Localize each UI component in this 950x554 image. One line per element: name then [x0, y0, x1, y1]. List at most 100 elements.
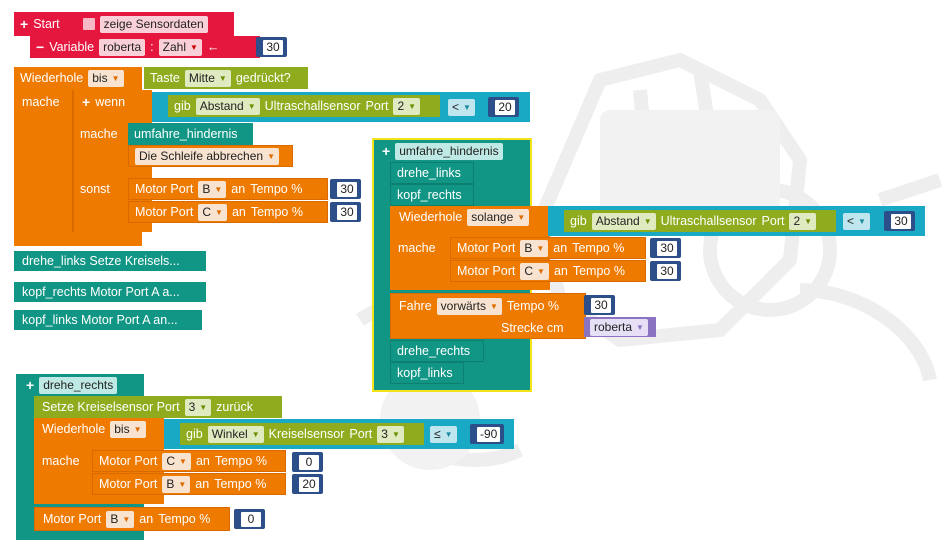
break-dropdown[interactable]: Die Schleife abbrechen▼	[135, 147, 279, 165]
chevron-down-icon: ▼	[517, 212, 526, 222]
port-dropdown[interactable]: 3▼	[184, 398, 212, 416]
drive-speed-block[interactable]: 30	[584, 295, 615, 315]
compare-op-dropdown[interactable]: ≤▼	[430, 426, 457, 443]
port-value: 2	[397, 98, 405, 113]
port-dropdown[interactable]: 2▼	[393, 97, 421, 115]
plus-icon[interactable]: +	[82, 94, 91, 110]
get-label: gib	[570, 214, 587, 228]
motor-speed[interactable]: 20	[298, 475, 320, 493]
motor-speed-block[interactable]: 30	[330, 179, 361, 199]
repeat-mode-dropdown[interactable]: solange▼	[467, 208, 530, 226]
reset-gyro-block[interactable]: Setze Kreiselsensor Port 3▼ zurück	[34, 396, 282, 418]
variable-name[interactable]: roberta	[99, 38, 146, 56]
do-label: mache	[42, 454, 80, 468]
break-loop-block[interactable]: Die Schleife abbrechen▼	[128, 145, 293, 167]
motor-speed[interactable]: 0	[240, 510, 262, 528]
drive-block[interactable]: Fahre vorwärts▼ Tempo % Strecke cm	[390, 293, 586, 339]
compare-value[interactable]: 30	[890, 212, 912, 230]
repeat-mode: bis	[114, 421, 130, 436]
port-dropdown[interactable]: 3▼	[377, 425, 404, 443]
variable-value[interactable]: 30	[262, 38, 284, 56]
motor-speed-block[interactable]: 30	[650, 261, 681, 281]
ultrasonic-get-block[interactable]: gib Abstand▼ Ultraschallsensor Port 2▼	[564, 210, 836, 232]
variable-dropdown[interactable]: roberta▼	[590, 318, 648, 336]
direction-dropdown[interactable]: vorwärts▼	[436, 297, 502, 315]
repeat-mode-dropdown[interactable]: bis▼	[88, 69, 124, 87]
do-label: mache	[22, 95, 60, 109]
drive-speed[interactable]: 30	[590, 296, 612, 314]
compare-value-block[interactable]: 30	[884, 211, 915, 231]
motor-port-dropdown[interactable]: B▼	[520, 239, 549, 257]
motor-c-block[interactable]: Motor Port C▼ an Tempo %	[450, 260, 646, 282]
motor-speed-block[interactable]: 0	[292, 452, 323, 472]
compare-value[interactable]: -90	[476, 425, 502, 443]
motor-speed[interactable]: 30	[656, 239, 678, 257]
start-block[interactable]: + Start zeige Sensordaten	[14, 12, 234, 36]
call-kopf-links[interactable]: kopf_links	[390, 362, 464, 384]
call-umfahre-block[interactable]: umfahre_hindernis	[128, 123, 253, 145]
motor-b-block[interactable]: Motor Port B▼ an Tempo %	[128, 178, 328, 200]
motor-port-dropdown[interactable]: B▼	[106, 510, 135, 528]
repeat-label: Wiederhole	[42, 422, 106, 436]
compare-value-block[interactable]: 20	[488, 97, 519, 117]
collapsed-kopf-links[interactable]: kopf_links Motor Port A an...	[14, 310, 202, 330]
minus-icon[interactable]: −	[36, 39, 45, 55]
button-label: Taste	[150, 71, 180, 85]
motor-port-dropdown[interactable]: C▼	[520, 262, 549, 280]
plus-icon[interactable]: +	[20, 16, 29, 32]
chevron-down-icon: ▼	[122, 514, 131, 524]
compare-value-block[interactable]: -90	[470, 424, 505, 444]
ultrasonic-get-block[interactable]: gib Abstand▼ Ultraschallsensor Port 2▼	[168, 95, 440, 117]
motor-port-dropdown[interactable]: C▼	[198, 203, 227, 221]
variable-value-block[interactable]: 30	[256, 37, 287, 57]
repeat-label: Wiederhole	[399, 210, 463, 224]
sensor-mode-dropdown[interactable]: Winkel▼	[207, 425, 264, 443]
button-pressed-block[interactable]: Taste Mitte▼ gedrückt?	[144, 67, 308, 89]
collapsed-kopf-rechts[interactable]: kopf_rechts Motor Port A a...	[14, 282, 206, 302]
motor-b-block[interactable]: Motor Port B▼ an Tempo %	[450, 237, 646, 259]
speed-label: Tempo %	[572, 264, 625, 278]
compare-value[interactable]: 20	[494, 98, 516, 116]
sensor-mode-dropdown[interactable]: Abstand▼	[591, 212, 656, 230]
collapsed-label: kopf_rechts Motor Port A a...	[22, 285, 180, 299]
motor-b-stop-block[interactable]: Motor Port B▼ an Tempo %	[34, 507, 230, 531]
plus-icon[interactable]: +	[382, 143, 391, 159]
variable-block[interactable]: − Variable roberta : Zahl▼ ←	[30, 36, 260, 58]
motor-speed[interactable]: 30	[336, 203, 358, 221]
sensor-mode-dropdown[interactable]: Abstand▼	[195, 97, 260, 115]
motor-speed[interactable]: 0	[298, 453, 320, 471]
plus-icon[interactable]: +	[26, 377, 35, 393]
variable-get-block[interactable]: roberta▼	[584, 317, 656, 337]
motor-speed[interactable]: 30	[656, 262, 678, 280]
compare-op-dropdown[interactable]: <▼	[843, 213, 870, 230]
variable-type-dropdown[interactable]: Zahl▼	[158, 38, 202, 56]
button-dropdown[interactable]: Mitte▼	[184, 69, 231, 87]
call-kopf-rechts[interactable]: kopf_rechts	[390, 184, 474, 206]
function-name[interactable]: drehe_rechts	[39, 376, 118, 394]
collapsed-drehe-links[interactable]: drehe_links Setze Kreisels...	[14, 251, 206, 271]
motor-c-block[interactable]: Motor Port C▼ an Tempo %	[92, 450, 286, 472]
motor-speed[interactable]: 30	[336, 180, 358, 198]
show-sensordata-label: zeige Sensordaten	[99, 15, 208, 33]
motor-speed-block[interactable]: 30	[650, 238, 681, 258]
motor-speed-block[interactable]: 0	[234, 509, 265, 529]
motor-port-dropdown[interactable]: B▼	[198, 180, 227, 198]
gyro-get-block[interactable]: gib Winkel▼ Kreiselsensor Port 3▼	[180, 423, 424, 445]
compare-op-dropdown[interactable]: <▼	[448, 99, 475, 116]
motor-c-block[interactable]: Motor Port C▼ an Tempo %	[128, 201, 328, 223]
function-name[interactable]: umfahre_hindernis	[395, 142, 503, 160]
motor-speed-block[interactable]: 20	[292, 474, 323, 494]
motor-port: C	[202, 204, 212, 219]
chevron-down-icon: ▼	[111, 73, 120, 83]
motor-b-block[interactable]: Motor Port B▼ an Tempo %	[92, 473, 286, 495]
motor-speed-block[interactable]: 30	[330, 202, 361, 222]
an-label: an	[231, 205, 246, 219]
speed-label: Tempo %	[250, 182, 303, 196]
call-drehe-links[interactable]: drehe_links	[390, 162, 474, 184]
checkbox-icon[interactable]	[82, 18, 95, 30]
call-drehe-rechts[interactable]: drehe_rechts	[390, 340, 484, 362]
repeat-mode-dropdown[interactable]: bis▼	[110, 420, 146, 438]
motor-port-dropdown[interactable]: C▼	[162, 452, 191, 470]
motor-port-dropdown[interactable]: B▼	[162, 475, 191, 493]
port-dropdown[interactable]: 2▼	[789, 212, 817, 230]
